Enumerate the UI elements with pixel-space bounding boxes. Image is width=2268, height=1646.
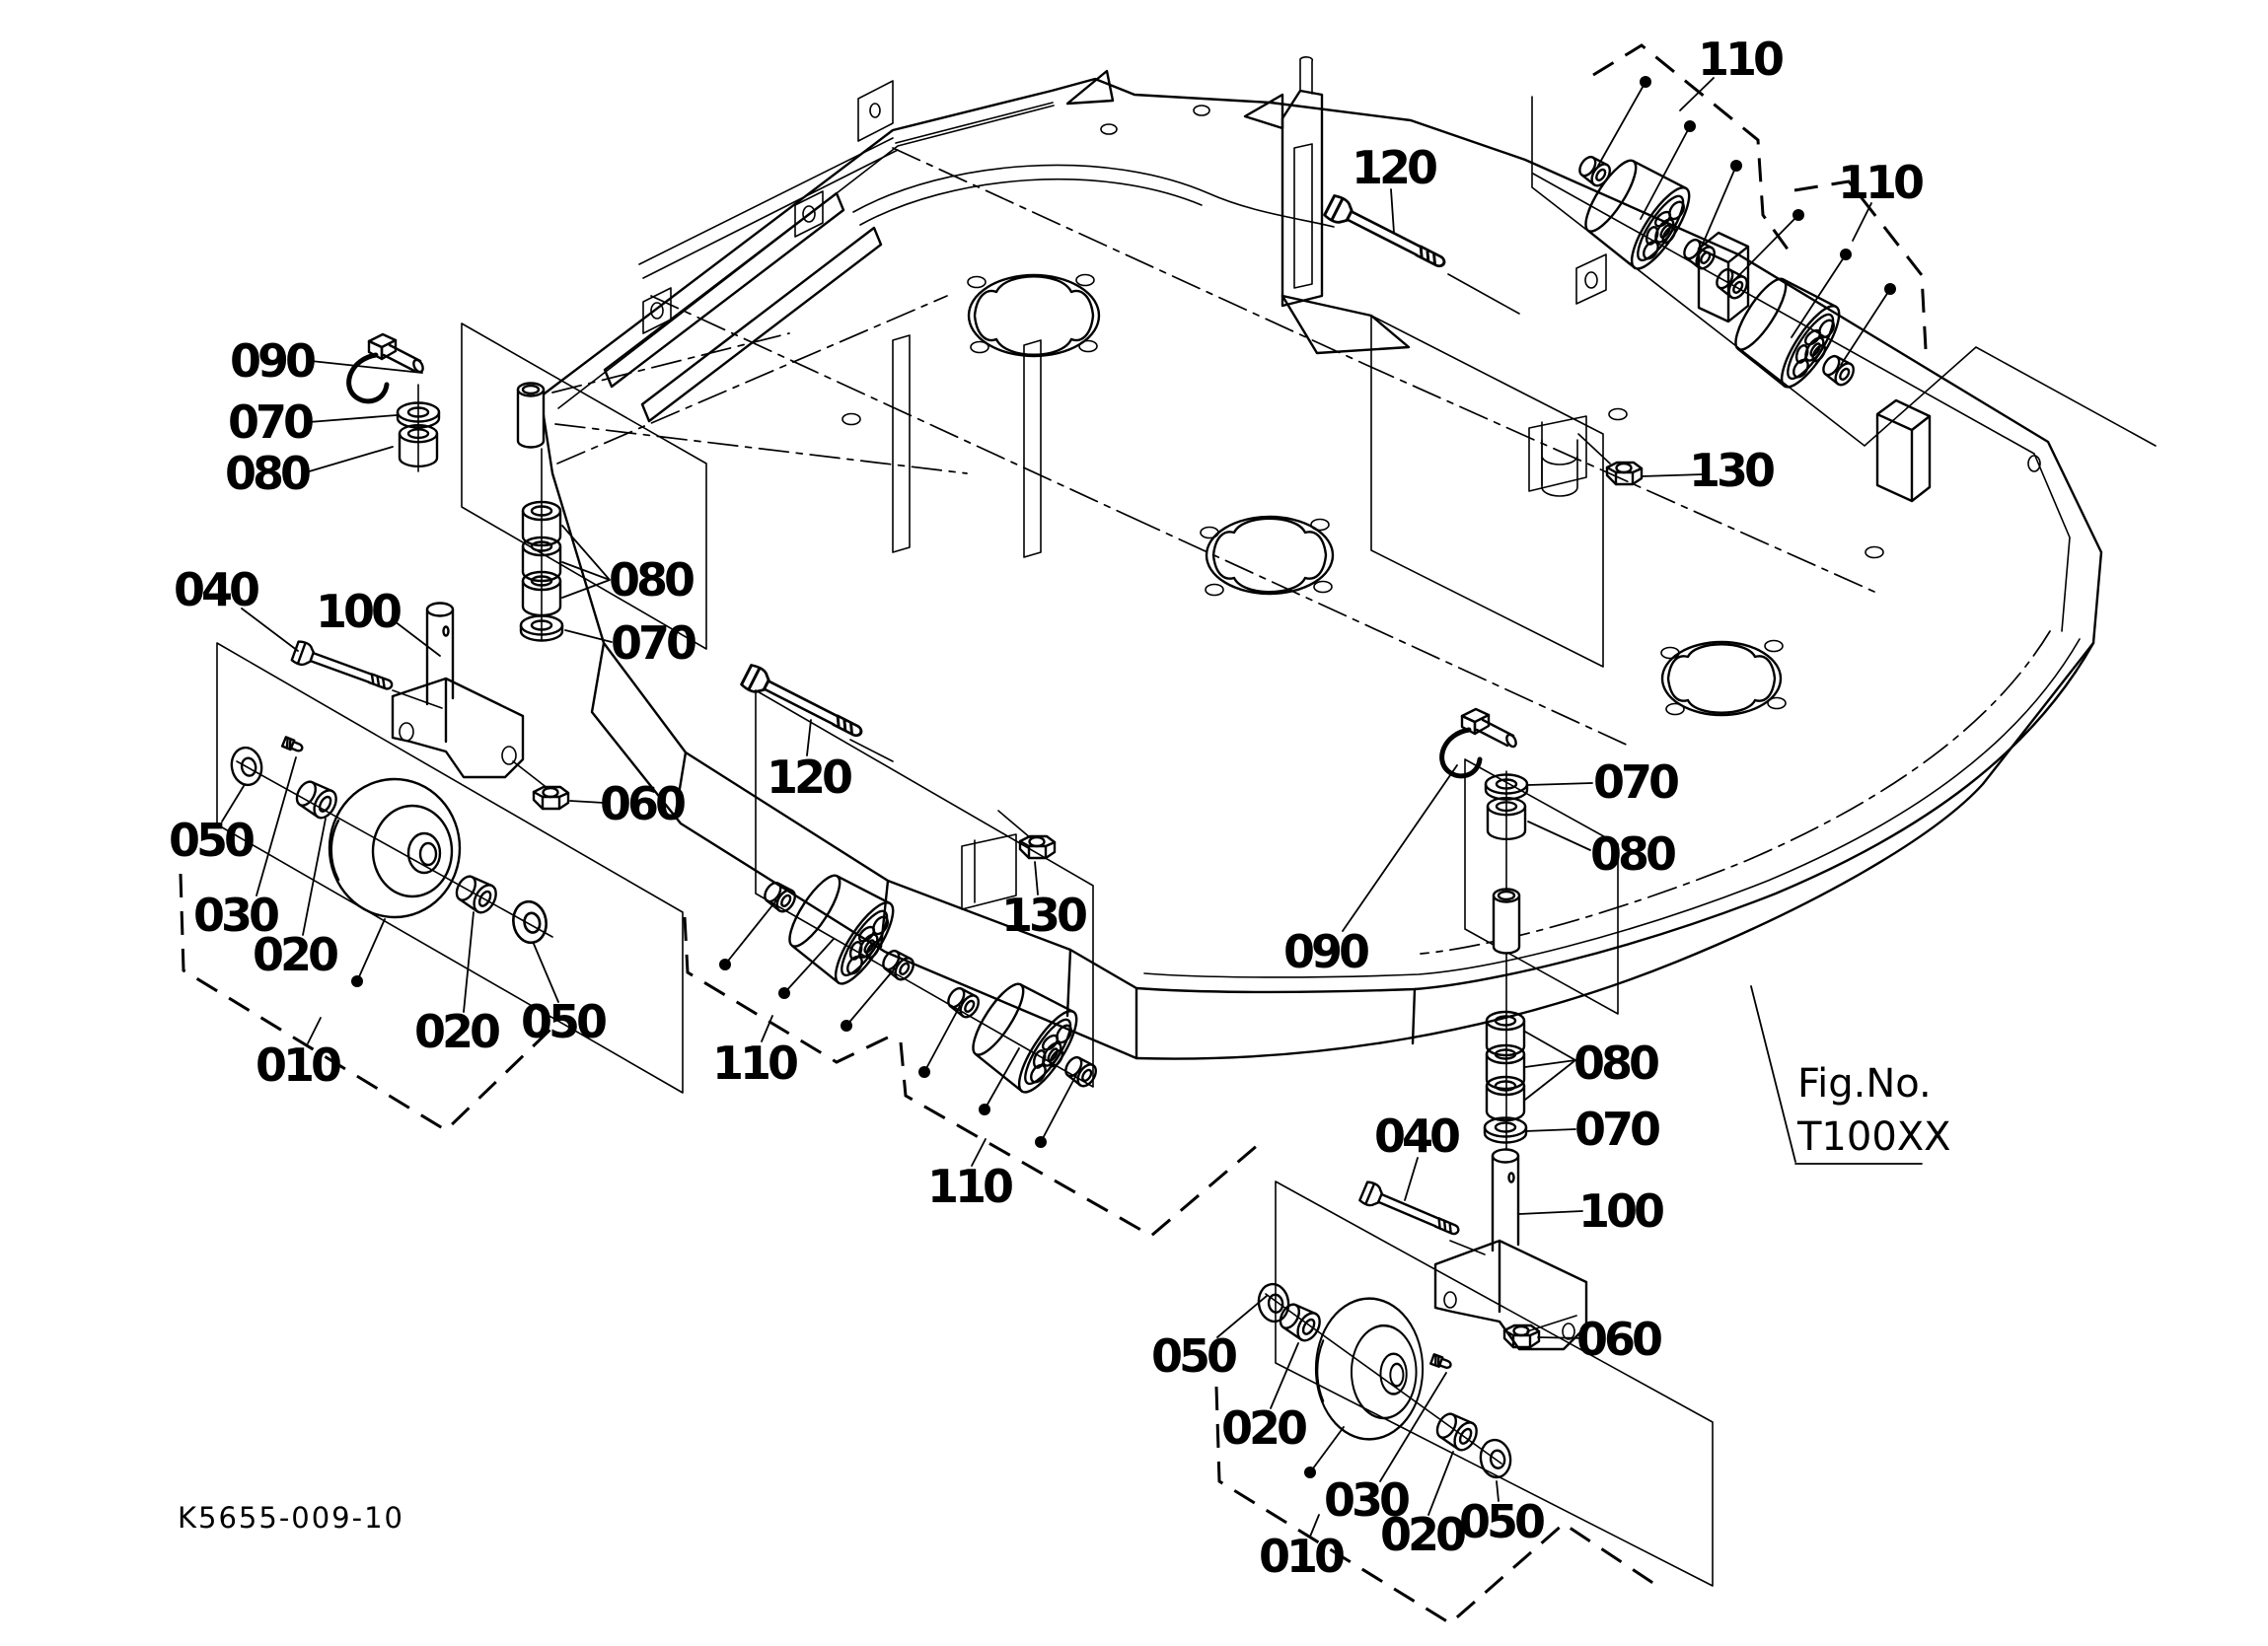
callout-050-right-outer: 050 [1150, 1329, 1238, 1383]
roller-spacer-top-3 [1712, 263, 1752, 303]
callout-040-left: 040 [173, 563, 260, 616]
leader-dots [351, 76, 1896, 1478]
callout-080-left-stack: 080 [608, 553, 695, 607]
callout-090-right: 090 [1282, 925, 1370, 978]
bolt-040-left [290, 639, 397, 698]
callout-070-left-stack: 070 [610, 616, 697, 670]
mower-deck [539, 56, 2103, 1060]
callout-110-center-left: 110 [711, 1037, 799, 1090]
callout-070-right-stack: 070 [1573, 1103, 1661, 1156]
left-rail-brackets [603, 190, 883, 423]
spindle-opening-left [967, 273, 1101, 358]
caster-wheel-left [328, 777, 462, 919]
callout-050-left-outer: 050 [168, 814, 256, 867]
drawing-number: K5655-009-10 [178, 1501, 405, 1535]
callout-010-right: 010 [1258, 1530, 1346, 1583]
fig-no-value: T100XX [1797, 1114, 1951, 1160]
callout-030-right: 030 [1323, 1473, 1411, 1527]
callout-070-left-upper: 070 [227, 395, 315, 449]
callout-020-right-inner: 020 [1379, 1508, 1467, 1561]
grease-fitting-030-left [280, 736, 306, 755]
exploded-axis-lines [236, 273, 1611, 1465]
deck-holes [841, 105, 2041, 716]
callout-040-right: 040 [1373, 1109, 1461, 1163]
callout-130-right: 130 [1688, 444, 1776, 497]
figure-number-block: Fig.No. T100XX [1797, 1057, 1951, 1164]
deck-caster-tube-right [1492, 888, 1521, 955]
pivot-pin-100-right [1491, 1148, 1520, 1252]
grease-fitting-030-right [1429, 1353, 1454, 1372]
callout-100-right: 100 [1577, 1184, 1665, 1238]
roller-spacer-top-4 [1818, 350, 1859, 390]
roller-spacer-top-1 [1574, 151, 1615, 190]
callout-080-right-stack: 080 [1573, 1037, 1660, 1090]
callout-120-top: 120 [1351, 141, 1438, 194]
callout-100-left: 100 [315, 585, 402, 638]
right-edge-brackets [1541, 231, 1932, 503]
callout-010-left: 010 [255, 1038, 342, 1092]
callout-120-center: 120 [766, 751, 853, 804]
bushing-020-left-inner [450, 870, 502, 918]
washer-050-right-outer [1255, 1280, 1292, 1325]
callout-070-right-upper: 070 [1592, 755, 1680, 809]
callout-110-top-left: 110 [1697, 33, 1785, 86]
assembly-window-boxes [216, 96, 2157, 1587]
lynch-pin-left [349, 334, 425, 401]
deck-caster-tube-left [516, 382, 546, 449]
group-boundary-dashed [179, 43, 1928, 1625]
bolt-120-top [1322, 192, 1451, 276]
nut-060-left [532, 785, 570, 811]
callout-030-left: 030 [192, 889, 280, 942]
fig-no-label: Fig.No. [1797, 1061, 1932, 1107]
callout-080-left-upper: 080 [224, 447, 312, 500]
callout-090-left: 090 [229, 334, 317, 388]
callout-080-right-upper: 080 [1589, 827, 1677, 881]
center-support-channels [892, 334, 1587, 910]
top-hanger-bracket [1243, 56, 1411, 355]
spindle-opening-right [1660, 640, 1783, 717]
leader-lines [221, 77, 1923, 1538]
callout-110-center-right: 110 [926, 1160, 1014, 1213]
washer-050-left-inner [508, 897, 551, 947]
roller-center-left [776, 863, 905, 993]
callout-020-left-inner: 020 [413, 1005, 501, 1058]
pivot-yoke-left [391, 677, 525, 779]
callout-110-top-right: 110 [1837, 156, 1925, 209]
bolt-120-center [739, 662, 868, 746]
roller-spacer-center-1 [760, 877, 800, 916]
callout-050-right-inner: 050 [1458, 1495, 1546, 1548]
deck-outline [539, 77, 2103, 994]
washer-070-right-stack [1483, 1116, 1528, 1144]
callout-020-left-outer: 020 [252, 928, 339, 981]
lynch-pin-right [1442, 709, 1518, 776]
callout-060-right: 060 [1575, 1313, 1663, 1366]
callout-020-right-outer: 020 [1220, 1401, 1308, 1455]
callout-060-left: 060 [599, 777, 687, 830]
spindle-opening-center [1205, 515, 1335, 596]
bolt-040-right [1357, 1180, 1464, 1244]
callout-050-left-inner: 050 [520, 995, 608, 1048]
pivot-yoke-right [1433, 1239, 1588, 1351]
pivot-pin-100-left [425, 602, 455, 706]
callout-130-center: 130 [1000, 889, 1088, 942]
bushing-080-right-3 [1485, 1075, 1526, 1122]
